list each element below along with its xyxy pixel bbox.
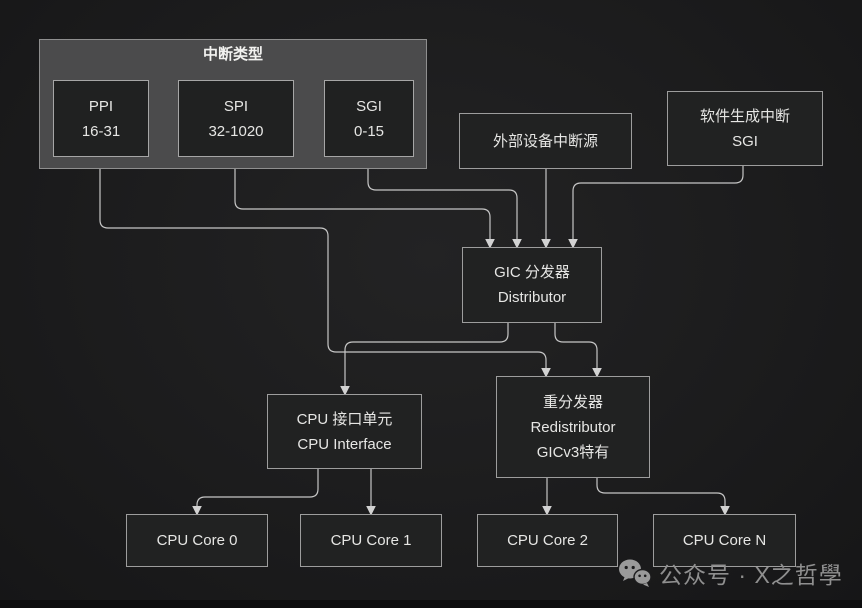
node-sgi: SGI 0-15 — [324, 80, 414, 157]
group-title: 中断类型 — [202, 46, 263, 63]
node-cpu-core-n-label: CPU Core N — [682, 532, 767, 549]
node-cpu-core-0: CPU Core 0 — [126, 514, 268, 567]
node-redistributor-line2: Redistributor — [530, 418, 616, 436]
node-sgi-line1: SGI — [356, 97, 382, 115]
node-external-interrupt-source: 外部设备中断源 — [459, 113, 632, 169]
node-cpu-core-2: CPU Core 2 — [477, 514, 618, 567]
edge-software-to-distributor — [568, 166, 744, 249]
wechat-icon — [619, 559, 652, 587]
node-external-line1: 外部设备中断源 — [492, 132, 598, 150]
node-distributor-line2: Distributor — [497, 289, 567, 306]
node-software-line1: 软件生成中断 — [699, 107, 790, 125]
bottom-bar — [0, 600, 862, 608]
node-ppi-line1: PPI — [88, 97, 114, 115]
node-cpu-core-0-label: CPU Core 0 — [156, 532, 238, 549]
node-software-line2: SGI — [732, 132, 758, 150]
node-spi: SPI 32-1020 — [178, 80, 294, 157]
node-cpu-interface-line1: CPU 接口单元 — [296, 410, 393, 428]
node-redistributor: 重分发器 Redistributor GICv3特有 — [496, 376, 650, 478]
node-software-generated-interrupt: 软件生成中断 SGI — [667, 91, 823, 166]
edge-redistributor-to-coreN — [596, 478, 730, 516]
node-cpu-interface: CPU 接口单元 CPU Interface — [267, 394, 422, 469]
node-cpu-core-2-label: CPU Core 2 — [507, 532, 588, 549]
edge-distributor-to-cpu-interface — [340, 323, 509, 396]
node-cpu-core-1-label: CPU Core 1 — [330, 532, 412, 549]
node-sgi-line2: 0-15 — [353, 122, 385, 140]
watermark-text: 公众号 · X之哲學 — [659, 562, 843, 588]
node-ppi-line2: 16-31 — [81, 122, 121, 140]
node-gic-distributor: GIC 分发器 Distributor — [462, 247, 602, 323]
interrupt-types-group: 中断类型 PPI 16-31 SPI 32-1020 SGI 0-15 — [39, 39, 427, 169]
node-ppi: PPI 16-31 — [53, 80, 149, 157]
edge-distributor-to-redistributor — [554, 323, 602, 378]
watermark: 公众号 · X之哲學 — [618, 556, 843, 590]
node-redistributor-line3: GICv3特有 — [536, 443, 610, 461]
node-cpu-interface-line2: CPU Interface — [297, 435, 392, 453]
edge-cpu-interface-to-core0 — [192, 469, 319, 516]
node-redistributor-line1: 重分发器 — [542, 393, 603, 411]
node-cpu-core-n: CPU Core N — [653, 514, 796, 567]
node-spi-line2: 32-1020 — [208, 122, 264, 140]
node-distributor-line1: GIC 分发器 — [494, 264, 570, 281]
node-spi-line1: SPI — [223, 97, 249, 115]
node-cpu-core-1: CPU Core 1 — [300, 514, 442, 567]
